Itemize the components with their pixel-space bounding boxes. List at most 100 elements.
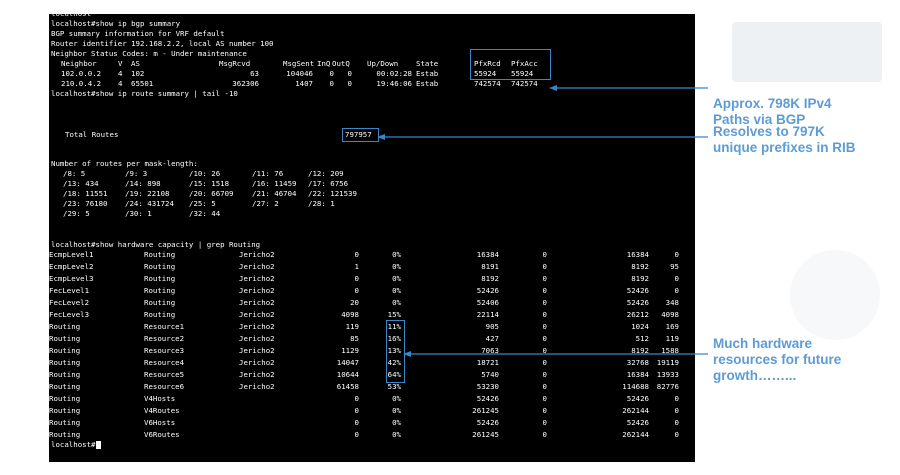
mask-length-cell: /19: 22108 — [125, 189, 170, 198]
hardware-capacity-cell: 0 — [542, 334, 547, 343]
hardware-capacity-cell: 0 — [354, 274, 359, 283]
bgp-column-header: MsgSent — [283, 59, 315, 68]
hardware-capacity-cell: 64% — [387, 370, 401, 379]
hardware-capacity-cell: 0% — [392, 418, 401, 427]
hardware-capacity-cell: Routing — [144, 310, 176, 319]
hardware-capacity-cell: 42% — [387, 358, 401, 367]
hardware-capacity-cell: 0 — [542, 406, 547, 415]
hardware-capacity-cell: 18721 — [476, 358, 499, 367]
terminal-prompt[interactable]: localhost# — [51, 440, 101, 450]
mask-length-cell: /17: 6756 — [308, 179, 349, 188]
hardware-capacity-cell: 0 — [674, 274, 679, 283]
hardware-capacity-cell: 53230 — [476, 382, 499, 391]
mask-length-header: Number of routes per mask-length: — [51, 159, 198, 168]
hardware-capacity-cell: 53% — [387, 382, 401, 391]
mask-length-cell: /18: 11551 — [63, 189, 108, 198]
mask-length-cell: /16: 11459 — [252, 179, 297, 188]
hardware-capacity-cell: 0% — [392, 250, 401, 259]
hardware-capacity-cell: 1024 — [631, 322, 649, 331]
bgp-cell: 55924 — [511, 69, 534, 78]
hardware-capacity-cell: 0 — [354, 418, 359, 427]
hardware-capacity-cell: 52426 — [626, 286, 649, 295]
hardware-capacity-cell: 15% — [387, 310, 401, 319]
arrow-head — [377, 134, 385, 140]
hardware-capacity-cell: 261245 — [472, 430, 499, 439]
hardware-capacity-cell: Jericho2 — [239, 298, 275, 307]
annotation-line: unique prefixes in RIB — [713, 140, 856, 155]
hardware-capacity-cell: 119 — [345, 322, 359, 331]
hardware-capacity-cell: 0 — [542, 358, 547, 367]
hardware-capacity-cell: 0% — [392, 274, 401, 283]
hardware-capacity-cell: 0 — [354, 286, 359, 295]
hardware-capacity-cell: FecLevel1 — [49, 286, 90, 295]
hardware-capacity-cell: 61458 — [336, 382, 359, 391]
hardware-capacity-cell: 10644 — [336, 370, 359, 379]
mask-length-cell: /22: 121539 — [308, 189, 357, 198]
hardware-capacity-cell: 348 — [665, 298, 679, 307]
hardware-capacity-cell: 82776 — [656, 382, 679, 391]
hardware-capacity-cell: 52426 — [476, 394, 499, 403]
hardware-capacity-cell: 32768 — [626, 358, 649, 367]
route-summary-command: localhost#show ip route summary | tail -… — [51, 89, 238, 98]
hardware-capacity-cell: Resource3 — [144, 346, 185, 355]
hardware-capacity-cell: 8191 — [481, 262, 499, 271]
hardware-capacity-cell: 0% — [392, 406, 401, 415]
hardware-capacity-cell: 1 — [354, 262, 359, 271]
mask-length-cell: /32: 44 — [189, 209, 221, 218]
mask-length-cell: /20: 66709 — [189, 189, 234, 198]
hardware-capacity-cell: 905 — [485, 322, 499, 331]
mask-length-cell: /13: 434 — [63, 179, 99, 188]
hardware-capacity-cell: 261245 — [472, 406, 499, 415]
bgp-info-line: Router identifier 192.168.2.2, local AS … — [51, 39, 274, 48]
annotation-line: Much hardware — [713, 336, 813, 351]
hardware-capacity-cell: Resource5 — [144, 370, 185, 379]
hardware-capacity-cell: 52426 — [476, 286, 499, 295]
hardware-capacity-cell: EcmpLevel3 — [49, 274, 94, 283]
hardware-capacity-cell: 0 — [674, 430, 679, 439]
hardware-capacity-cell: 22114 — [476, 310, 499, 319]
total-routes-value: 797957 — [345, 130, 372, 139]
bgp-column-header: PfxRcd — [474, 59, 501, 68]
hardware-capacity-cell: Jericho2 — [239, 250, 275, 259]
mask-length-cell: /11: 76 — [252, 169, 284, 178]
bgp-cell: 742574 — [474, 79, 501, 88]
hardware-capacity-cell: V4Hosts — [144, 394, 176, 403]
annotation-line: resources for future — [713, 352, 842, 367]
bgp-cell: 102 — [131, 69, 145, 78]
hardware-capacity-cell: 0% — [392, 286, 401, 295]
bgp-cell: 0 — [329, 69, 334, 78]
hardware-capacity-cell: 0 — [542, 418, 547, 427]
bgp-info-line: Neighbor Status Codes: m - Under mainten… — [51, 49, 247, 58]
bgp-cell: 742574 — [511, 79, 538, 88]
arrow-head — [549, 85, 557, 91]
hardware-capacity-cell: 427 — [485, 334, 499, 343]
bgp-cell: 1407 — [295, 79, 313, 88]
hardware-capacity-cell: Routing — [49, 322, 81, 331]
hardware-capacity-cell: Routing — [49, 394, 81, 403]
hardware-capacity-cell: 0 — [542, 346, 547, 355]
bgp-column-header: AS — [131, 59, 140, 68]
hardware-capacity-cell: Routing — [144, 286, 176, 295]
hardware-capacity-cell: 512 — [635, 334, 649, 343]
hardware-capacity-cell: 119 — [665, 334, 679, 343]
bgp-column-header: InQ — [317, 59, 331, 68]
hardware-capacity-cell: Routing — [49, 370, 81, 379]
terminal-window[interactable]: localhost localhost#show ip bgp summary … — [49, 14, 695, 462]
hardware-capacity-cell: 262144 — [622, 430, 649, 439]
hardware-capacity-cell: 0 — [674, 418, 679, 427]
hardware-capacity-cell: 0 — [354, 406, 359, 415]
hardware-capacity-cell: 52426 — [626, 394, 649, 403]
hardware-capacity-cell: 8192 — [631, 274, 649, 283]
hardware-capacity-cell: 114688 — [622, 382, 649, 391]
bgp-info-line: BGP summary information for VRF default — [51, 29, 225, 38]
mask-length-cell: /10: 26 — [189, 169, 221, 178]
hardware-capacity-cell: 16384 — [476, 250, 499, 259]
hardware-capacity-cell: 16% — [387, 334, 401, 343]
hardware-capacity-cell: Routing — [49, 334, 81, 343]
bgp-column-header: Up/Down — [367, 59, 399, 68]
bgp-column-header: PfxAcc — [511, 59, 538, 68]
bgp-column-header: Neighbor — [61, 59, 97, 68]
mask-length-cell: /25: 5 — [189, 199, 216, 208]
annotation-line: Approx. 798K IPv4 — [713, 96, 832, 111]
bgp-cell: 4 — [118, 79, 123, 88]
